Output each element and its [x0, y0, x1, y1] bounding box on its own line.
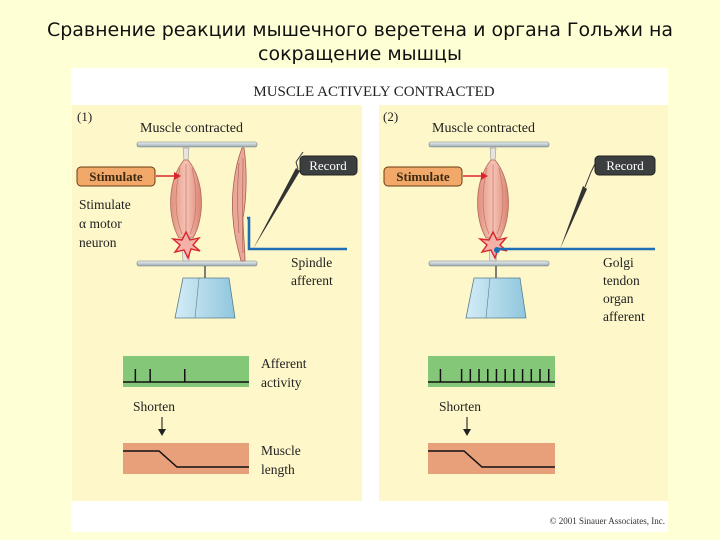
- panel-2-record-label: Record: [606, 158, 644, 173]
- panel-2-stimulate-arrowhead: [481, 172, 488, 180]
- panel-1-weight-edge: [194, 277, 200, 319]
- panel-1-bottom-bar: [136, 260, 258, 267]
- panel-1-stim-note: Stimulate α motor neuron: [79, 197, 134, 250]
- panel-1-stim-note-line-3: neuron: [79, 235, 117, 250]
- panel-1-stim-note-line-2: α motor: [79, 216, 122, 231]
- panel-1-record-label: Record: [309, 158, 347, 173]
- panel-2-record-wire: [590, 163, 596, 173]
- panel-2-length-bar: [428, 443, 555, 474]
- panel-2-afferent-label: Golgi tendon organ afferent: [603, 255, 645, 324]
- panel-2-afferent-line-3: organ: [603, 291, 634, 306]
- panel-1-afferent-line-1: Spindle: [291, 255, 332, 270]
- panel-2-golgi-organ: [494, 247, 500, 253]
- panel-1-top-tendon: [182, 147, 190, 161]
- panel-2-shorten-label: Shorten: [439, 399, 481, 414]
- panel-1-stim-note-line-1: Stimulate: [79, 197, 131, 212]
- panel-1-shorten-label: Shorten: [133, 399, 175, 414]
- panel-1-stimulate-button: Stimulate: [76, 166, 156, 187]
- panel-1-stimulate-label: Stimulate: [89, 169, 143, 184]
- panel-1-shorten-arrowhead: [158, 429, 166, 436]
- panel-1-afferent-nerve: [247, 216, 347, 251]
- panel-1-weight: [174, 277, 236, 319]
- panel-1-spike-train: [123, 369, 249, 383]
- panel-2-number: (2): [383, 109, 398, 124]
- panel-2-stimulus-burst: [477, 230, 508, 260]
- panel-1-length-line-2: length: [261, 462, 295, 477]
- panel-2: (2) Muscle contracted Stimulate Record G…: [379, 105, 668, 501]
- panel-2-top-tendon: [489, 147, 497, 161]
- panel-1-electrode-wire: [295, 161, 299, 170]
- panel-1-activity-line-1: Afferent: [261, 356, 307, 371]
- panel-2-weight: [465, 277, 527, 319]
- panel-1-number: (1): [77, 109, 92, 124]
- panel-1-record-button: Record: [299, 155, 358, 176]
- panel-1-stimulus-burst: [170, 230, 201, 260]
- panel-1-afferent-line-2: afferent: [291, 273, 333, 288]
- panel-2-electrode-wire: [584, 171, 592, 188]
- panel-1-record-wire: [295, 151, 304, 163]
- panel-1-stimulate-arrowhead: [174, 172, 181, 180]
- slide-title: Сравнение реакции мышечного веретена и о…: [20, 18, 700, 66]
- panel-2-afferent-line-4: afferent: [603, 309, 645, 324]
- panel-2-afferent-line-1: Golgi: [603, 255, 634, 270]
- panel-1-length-bar: [123, 443, 249, 474]
- panel-1-spindle-fibers: [237, 157, 244, 254]
- panel-2-muscle-label: Muscle contracted: [432, 121, 535, 136]
- copyright: © 2001 Sinauer Associates, Inc.: [550, 516, 665, 526]
- panel-1: (1) Muscle contracted Stimulate: [72, 105, 362, 501]
- panel-2-electrode: [560, 186, 587, 249]
- figure: MUSCLE ACTIVELY CONTRACTED (1) Muscle co…: [71, 68, 668, 532]
- panel-1-activity-label: Afferent activity: [261, 356, 310, 390]
- panel-2-top-bar: [428, 141, 550, 148]
- panel-2-spike-train: [428, 369, 555, 383]
- panel-2-length-trace: [428, 450, 555, 468]
- figure-svg: MUSCLE ACTIVELY CONTRACTED (1) Muscle co…: [72, 84, 668, 526]
- panel-1-afferent-label: Spindle afferent: [291, 255, 336, 288]
- panel-2-bottom-bar: [428, 260, 550, 267]
- panel-1-top-bar: [136, 141, 258, 148]
- panel-1-length-trace: [123, 450, 249, 468]
- slide-title-line-2: сокращение мышцы: [258, 43, 462, 65]
- panel-2-shorten-arrowhead: [463, 429, 471, 436]
- panel-1-activity-line-2: activity: [261, 375, 302, 390]
- panel-2-record-button: Record: [594, 155, 656, 176]
- panel-1-muscle-label: Muscle contracted: [140, 121, 243, 136]
- panel-1-electrode: [253, 168, 300, 249]
- figure-heading: MUSCLE ACTIVELY CONTRACTED: [253, 84, 494, 100]
- panel-2-weight-edge: [485, 277, 491, 319]
- slide-title-line-1: Сравнение реакции мышечного веретена и о…: [46, 19, 674, 41]
- panel-2-stimulate-button: Stimulate: [383, 166, 463, 187]
- panel-1-length-line-1: Muscle: [261, 443, 301, 458]
- panel-1-length-label: Muscle length: [261, 443, 304, 477]
- panel-2-stimulate-label: Stimulate: [396, 169, 450, 184]
- panel-2-afferent-line-2: tendon: [603, 273, 640, 288]
